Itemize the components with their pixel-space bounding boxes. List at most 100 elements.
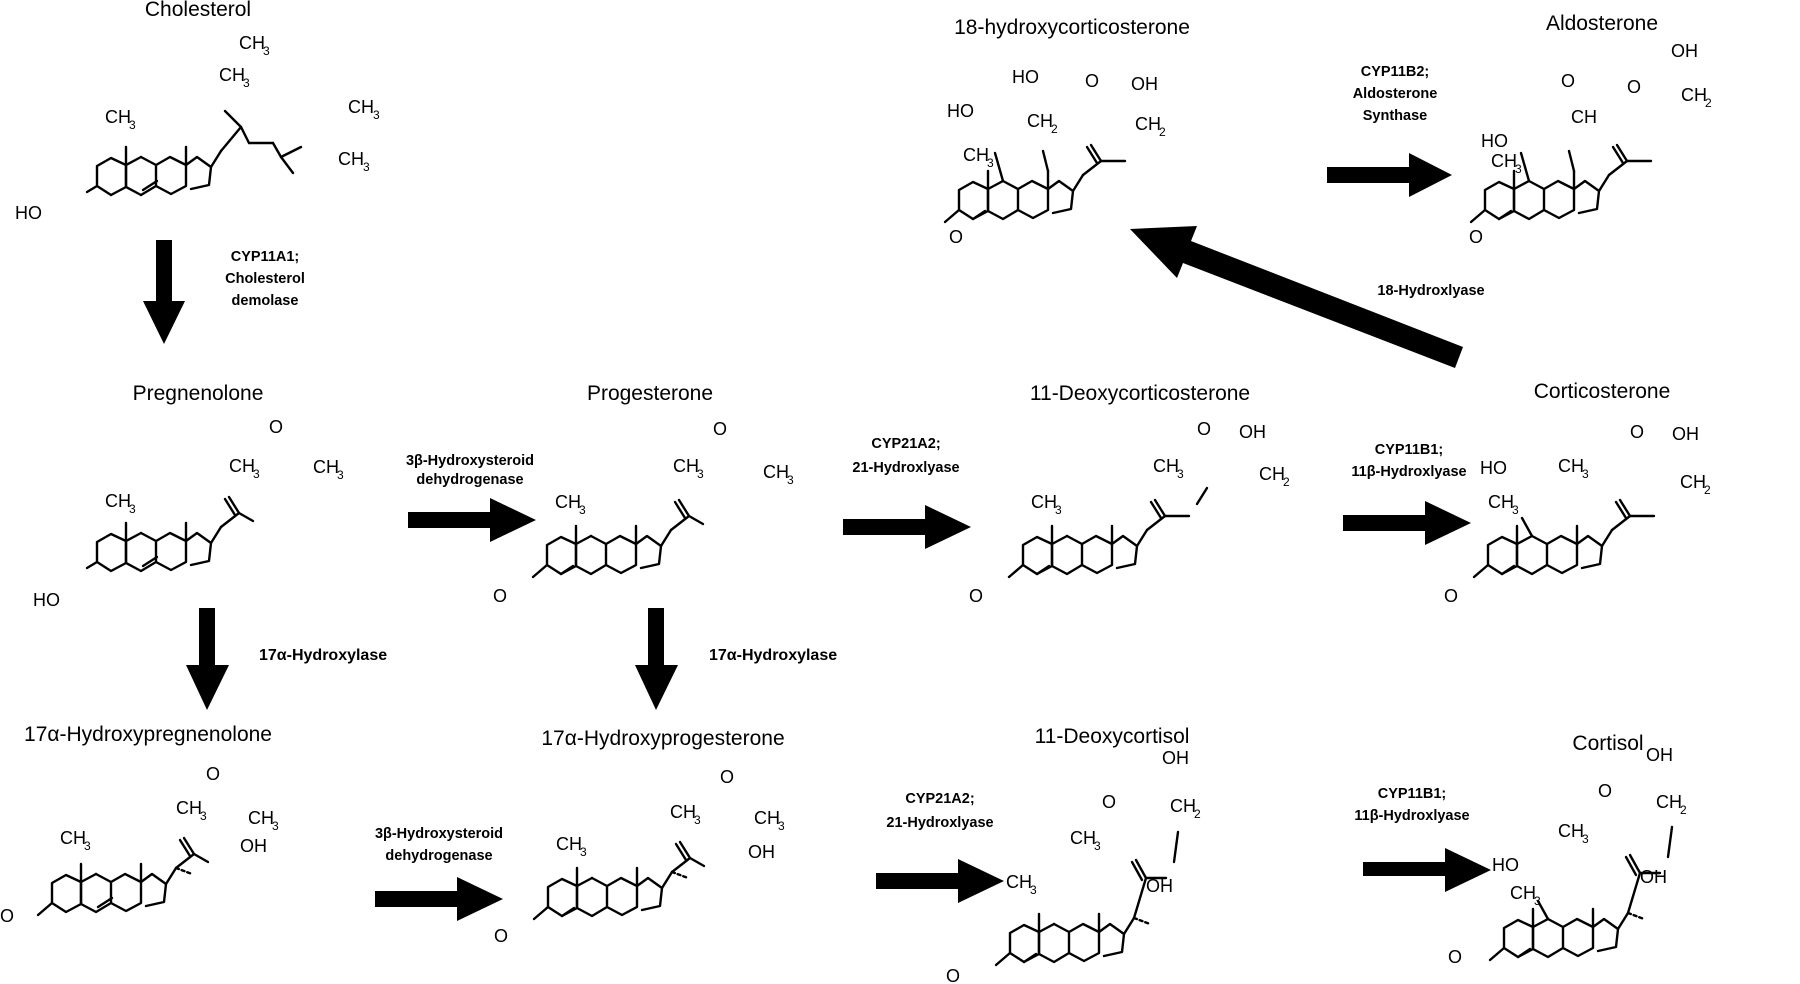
atom-label: O <box>1627 77 1641 97</box>
atom-label: O <box>1197 419 1211 439</box>
enzyme-cyp21a2-bottom: CYP21A2; 21-Hydroxlyase <box>886 791 993 831</box>
atom-label: O <box>949 227 963 247</box>
enzyme-line: Synthase <box>1363 108 1427 124</box>
atom-label: 2 <box>1283 475 1290 489</box>
atom-label: CH <box>1571 107 1597 127</box>
hydroxyprogesterone-label: 17α-Hydroxyprogesterone <box>541 727 784 750</box>
hydroxycorticosterone-structure: O HO CH 3 HO CH 2 O OH CH 2 <box>943 67 1166 247</box>
atom-label: O <box>0 906 14 926</box>
enzyme-line: 17α-Hydroxylase <box>709 647 837 664</box>
atom-label: CH <box>248 808 274 828</box>
atom-label: CH <box>1558 821 1584 841</box>
atom-label: CH <box>670 802 696 822</box>
deoxycortisol-structure: O CH 3 CH 3 O OH CH 2 OH <box>946 748 1201 984</box>
aldosterone-label: Aldosterone <box>1546 12 1658 35</box>
hydroxypregnenolone-structure: O CH 3 CH 3 O CH 3 OH <box>0 764 279 926</box>
arrow-deoxycortisol-to-cortisol <box>1363 848 1491 892</box>
enzyme-line: CYP11B2; <box>1361 64 1430 80</box>
atom-label: CH <box>1491 151 1517 171</box>
atom-label: 3 <box>1055 503 1062 517</box>
enzyme-18-hydroxylase: 18-Hydroxlyase <box>1377 283 1484 299</box>
atom-label: 3 <box>1512 503 1519 517</box>
atom-label: CH <box>229 456 255 476</box>
atom-label: 3 <box>129 118 136 132</box>
atom-label: O <box>1444 586 1458 606</box>
atom-label: 3 <box>129 502 136 516</box>
atom-label: CH <box>1488 492 1514 512</box>
atom-label: 3 <box>1094 839 1101 853</box>
atom-label: 2 <box>1051 122 1058 136</box>
atom-label: 3 <box>272 819 279 833</box>
enzyme-line: 11β-Hydroxlyase <box>1351 464 1466 480</box>
atom-label: CH <box>1681 85 1707 105</box>
enzyme-line: CYP11B1; <box>1375 442 1444 458</box>
atom-label: OH <box>1239 422 1266 442</box>
atom-label: 3 <box>84 839 91 853</box>
cholesterol-structure: HO CH 3 CH 3 CH 3 CH 3 CH 3 <box>15 33 380 223</box>
atom-label: CH <box>105 491 131 511</box>
atom-label: 2 <box>1680 803 1687 817</box>
atom-label: 3 <box>363 160 370 174</box>
arrow-pregnenolone-to-hydroxypregnenolone <box>186 608 229 710</box>
atom-label: O <box>269 417 283 437</box>
atom-label: O <box>713 419 727 439</box>
atom-label: 3 <box>1582 832 1589 846</box>
arrow-progesterone-to-deoxycorticosterone <box>843 505 971 549</box>
enzyme-line: 18-Hydroxlyase <box>1377 283 1484 299</box>
atom-label: CH <box>1027 111 1053 131</box>
atom-label: 3 <box>580 845 587 859</box>
atom-label: 3 <box>1177 467 1184 481</box>
enzyme-cyp11a1: CYP11A1; Cholesterol demolase <box>225 249 305 309</box>
atom-label: 3 <box>253 467 260 481</box>
atom-label: 3 <box>1582 467 1589 481</box>
atom-label: O <box>1102 792 1116 812</box>
atom-label: CH <box>239 33 265 53</box>
atom-label: OH <box>748 842 775 862</box>
arrow-progesterone-to-hydroxyprogesterone <box>635 608 678 710</box>
atom-label: CH <box>219 65 245 85</box>
enzyme-line: demolase <box>232 293 299 309</box>
deoxycortisol-label: 11-Deoxycortisol <box>1035 725 1190 748</box>
atom-label: OH <box>1640 867 1667 887</box>
atom-label: CH <box>348 97 374 117</box>
atom-label: CH <box>1510 883 1536 903</box>
hydroxycorticosterone-label: 18-hydroxycorticosterone <box>954 16 1190 39</box>
atom-label: CH <box>1170 796 1196 816</box>
enzyme-line: 11β-Hydroxlyase <box>1354 808 1469 824</box>
atom-label: 2 <box>1159 125 1166 139</box>
atom-label: O <box>720 767 734 787</box>
atom-label: 3 <box>778 819 785 833</box>
atom-label: HO <box>1012 67 1039 87</box>
arrow-corticosterone-to-hydroxycorticosterone <box>1130 226 1463 368</box>
enzyme-line: CYP21A2; <box>871 436 940 452</box>
atom-label: 3 <box>987 156 994 170</box>
deoxycorticosterone-structure: O CH 3 CH 3 O OH CH 2 <box>969 419 1290 606</box>
atom-label: CH <box>754 808 780 828</box>
cholesterol-label: Cholesterol <box>145 0 251 21</box>
arrow-hydroxyprogesterone-to-deoxycortisol <box>876 859 1004 903</box>
atom-label: HO <box>1481 131 1508 151</box>
atom-label: O <box>969 586 983 606</box>
atom-label: CH <box>556 834 582 854</box>
atom-label: CH <box>673 456 699 476</box>
atom-label: HO <box>1492 855 1519 875</box>
atom-label: O <box>1630 422 1644 442</box>
atom-label: 3 <box>694 813 701 827</box>
hydroxyprogesterone-structure: O CH 3 CH 3 O CH 3 OH <box>494 767 785 946</box>
atom-label: 3 <box>1030 883 1037 897</box>
atom-label: CH <box>763 462 789 482</box>
atom-label: O <box>494 926 508 946</box>
enzyme-line: CYP11B1; <box>1378 786 1447 802</box>
arrow-cholesterol-to-pregnenolone <box>143 240 185 344</box>
atom-label: O <box>493 586 507 606</box>
atom-label: 2 <box>1705 96 1712 110</box>
atom-label: O <box>1598 781 1612 801</box>
atom-label: CH <box>60 828 86 848</box>
aldosterone-structure: O HO CH 3 O CH O OH CH 2 <box>1469 41 1712 247</box>
enzyme-line: CYP21A2; <box>905 791 974 807</box>
corticosterone-structure: O HO CH 3 CH 3 O OH CH 2 <box>1444 422 1711 606</box>
atom-label: CH <box>338 149 364 169</box>
enzyme-line: Aldosterone <box>1353 86 1438 102</box>
atom-label: 3 <box>579 503 586 517</box>
